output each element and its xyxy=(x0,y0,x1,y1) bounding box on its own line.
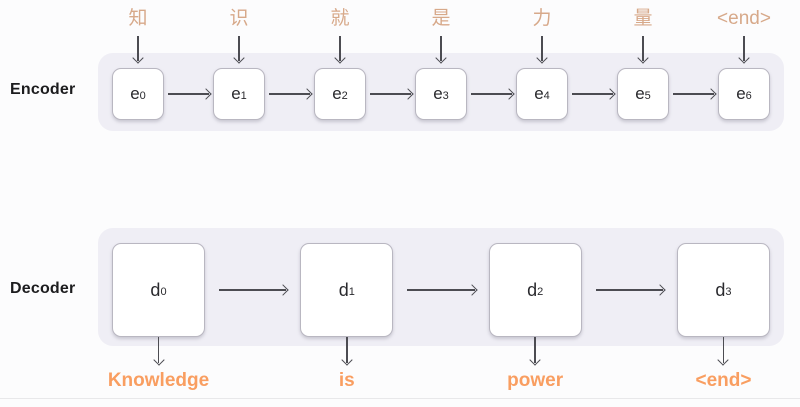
encoder-flow-arrow xyxy=(568,68,617,120)
right-arrow-icon xyxy=(219,289,287,291)
input-token: <end> xyxy=(717,8,771,29)
encoder-flow-arrow xyxy=(265,68,314,120)
output-token-cell: is xyxy=(300,337,393,392)
input-token-cell: 就 xyxy=(314,8,366,61)
input-token: 就 xyxy=(330,8,350,29)
input-token: 知 xyxy=(128,8,148,29)
output-token: power xyxy=(507,370,564,391)
input-token-cell: 识 xyxy=(213,8,265,61)
right-arrow-icon xyxy=(370,93,411,95)
token-spacer xyxy=(568,8,617,61)
down-arrow-icon xyxy=(157,337,160,363)
output-token-cell: <end> xyxy=(677,337,770,392)
down-arrow-icon xyxy=(440,36,442,61)
down-arrow-icon xyxy=(743,36,745,61)
input-token: 是 xyxy=(431,8,451,29)
output-spacer xyxy=(205,337,300,392)
down-arrow-icon xyxy=(339,36,341,61)
output-token-cell: power xyxy=(489,337,582,392)
output-spacer xyxy=(393,337,488,392)
right-arrow-icon xyxy=(595,289,663,291)
input-token: 识 xyxy=(229,8,249,29)
input-token-row: 知 识 就 是 力 量 <end> xyxy=(98,8,784,61)
token-spacer xyxy=(265,8,314,61)
decoder-flow-arrow xyxy=(582,243,677,337)
output-token: Knowledge xyxy=(107,370,210,391)
right-arrow-icon xyxy=(471,93,512,95)
decoder-label: Decoder xyxy=(10,280,76,297)
output-token: <end> xyxy=(695,370,752,391)
encoder-flow-arrow xyxy=(164,68,213,120)
down-arrow-icon xyxy=(534,337,536,363)
encoder-flow-arrow xyxy=(366,68,415,120)
output-token: is xyxy=(338,370,355,391)
decoder-flow-arrow xyxy=(393,243,488,337)
right-arrow-icon xyxy=(168,93,209,95)
input-token-cell: <end> xyxy=(717,8,771,61)
input-token-cell: 力 xyxy=(516,8,568,61)
token-spacer xyxy=(669,8,718,61)
output-token-row: Knowledge is power <end> xyxy=(98,337,784,392)
down-arrow-icon xyxy=(541,36,543,61)
down-arrow-icon xyxy=(346,337,348,363)
down-arrow-icon xyxy=(722,337,725,363)
down-arrow-icon xyxy=(642,36,644,61)
output-token-cell: Knowledge xyxy=(108,337,209,392)
input-token-cell: 是 xyxy=(415,8,467,61)
right-arrow-icon xyxy=(407,289,475,291)
down-arrow-icon xyxy=(137,36,139,61)
encoder-flow-arrow xyxy=(467,68,516,120)
right-arrow-icon xyxy=(572,93,613,95)
output-spacer xyxy=(582,337,677,392)
token-spacer xyxy=(366,8,415,61)
token-spacer xyxy=(467,8,516,61)
right-arrow-icon xyxy=(269,93,310,95)
right-arrow-icon xyxy=(673,93,714,95)
token-spacer xyxy=(164,8,213,61)
encoder-label: Encoder xyxy=(10,81,76,98)
down-arrow-icon xyxy=(238,36,240,61)
encoder-flow-arrow xyxy=(669,68,718,120)
input-token-cell: 知 xyxy=(112,8,164,61)
bottom-divider xyxy=(0,398,800,399)
input-token: 力 xyxy=(532,8,552,29)
decoder-flow-arrow xyxy=(205,243,300,337)
input-token-cell: 量 xyxy=(617,8,669,61)
input-token: 量 xyxy=(633,8,653,29)
